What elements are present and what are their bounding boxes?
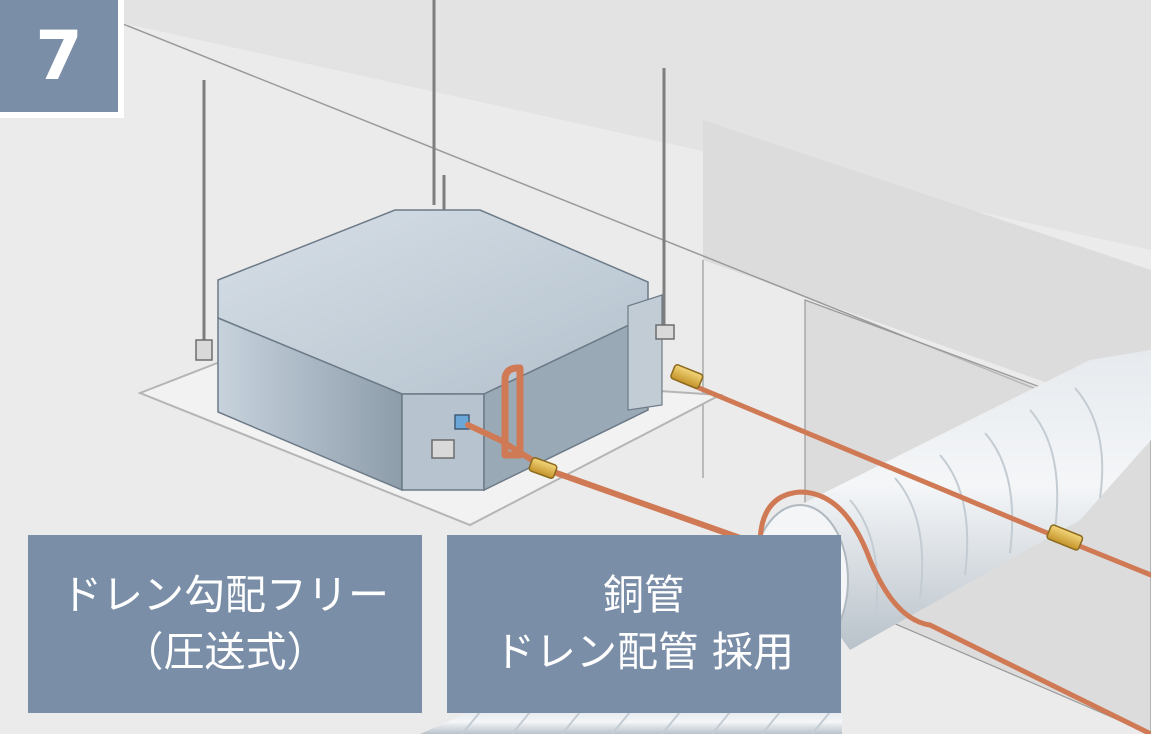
copper-drain-pipe [465,364,1151,734]
copper-drain-pipe-label: 銅管 ドレン配管 採用 [447,535,841,713]
copper-drain-pipe-line2: ドレン配管 採用 [493,628,795,676]
drain-gradient-free-label: ドレン勾配フリー （圧送式） [28,535,422,713]
step-number-badge: 7 [0,0,124,118]
drain-gradient-free-line1: ドレン勾配フリー [61,571,389,620]
drain-gradient-free-line2: （圧送式） [122,628,328,676]
brass-fittings [528,364,1084,551]
step-number: 7 [35,16,83,96]
copper-drain-pipe-line1: 銅管 [603,571,685,620]
indoor-unit [195,209,675,492]
